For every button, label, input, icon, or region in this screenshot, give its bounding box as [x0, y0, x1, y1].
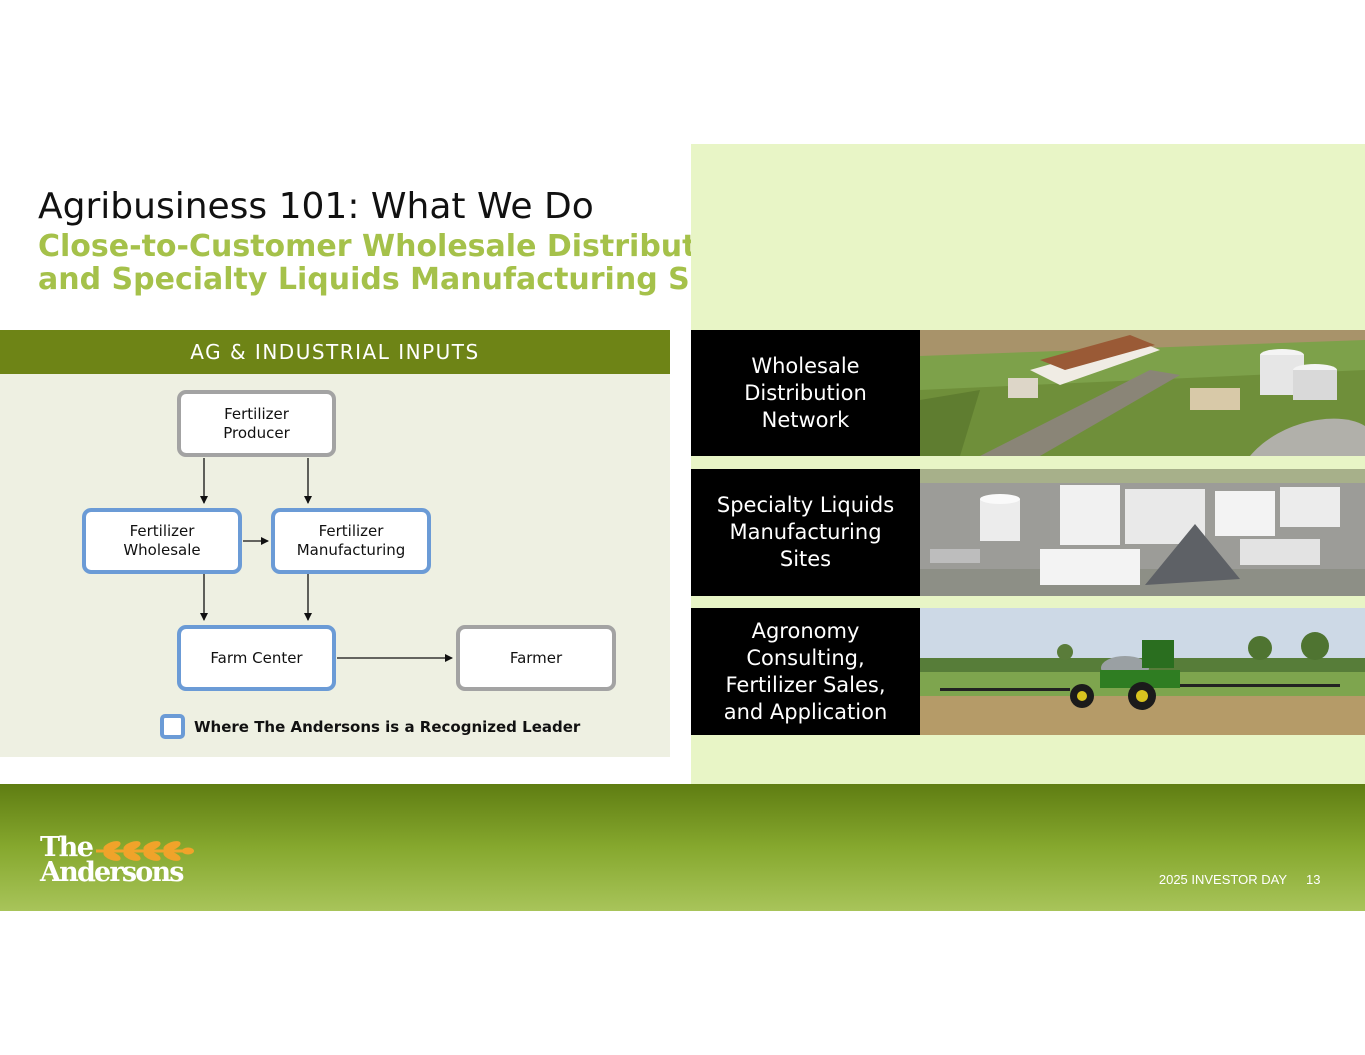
row-label-text: Wholesale Distribution Network: [744, 353, 867, 432]
flow-arrows: [200, 458, 453, 662]
diagram-header: AG & INDUSTRIAL INPUTS: [0, 330, 670, 374]
node-fertilizer-wholesale: Fertilizer Wholesale: [82, 508, 242, 574]
row-label-agronomy: Agronomy Consulting, Fertilizer Sales, a…: [691, 608, 920, 735]
node-label: Farmer: [509, 648, 563, 667]
node-farm-center: Farm Center: [177, 625, 336, 691]
node-farmer: Farmer: [456, 625, 616, 691]
row-label-text: Specialty Liquids Manufacturing Sites: [716, 493, 895, 571]
subtitle-line-1: Close-to-Customer Wholesale Distribution: [38, 229, 749, 264]
legend-label: Where The Andersons is a Recognized Lead…: [194, 718, 581, 736]
photo-distribution-facility: [920, 330, 1365, 456]
legend-swatch: [160, 714, 185, 739]
node-label: Fertilizer Producer: [223, 404, 290, 442]
photo-crop-sprayer: [920, 608, 1365, 735]
wheat-icon: [96, 841, 194, 861]
row-label-specialty-liquids: Specialty Liquids Manufacturing Sites: [691, 469, 920, 596]
slide-title: Agribusiness 101: What We Do: [38, 186, 594, 227]
subtitle-line-2: and Specialty Liquids Manufacturing Site…: [38, 262, 753, 297]
event-label: 2025 INVESTOR DAY: [1158, 872, 1287, 887]
node-label: Fertilizer Manufacturing: [296, 522, 406, 559]
node-label: Farm Center: [210, 648, 303, 667]
footer-bar: [0, 784, 1365, 911]
node-fertilizer-manufacturing: Fertilizer Manufacturing: [271, 508, 431, 574]
photo-liquid-storage-tanks: [920, 469, 1365, 596]
company-logo: The Andersons: [40, 832, 200, 888]
slide-subtitle: Close-to-Customer Wholesale Distribution…: [38, 230, 753, 296]
row-label-text: Agronomy Consulting, Fertilizer Sales, a…: [723, 618, 888, 724]
node-label: Fertilizer Wholesale: [123, 522, 201, 559]
page-number: 13: [1306, 872, 1321, 887]
logo-text-andersons: Andersons: [40, 857, 184, 888]
row-label-wholesale-distribution: Wholesale Distribution Network: [691, 330, 920, 456]
logo-text-the: The: [40, 832, 94, 863]
node-fertilizer-producer: Fertilizer Producer: [177, 390, 336, 457]
